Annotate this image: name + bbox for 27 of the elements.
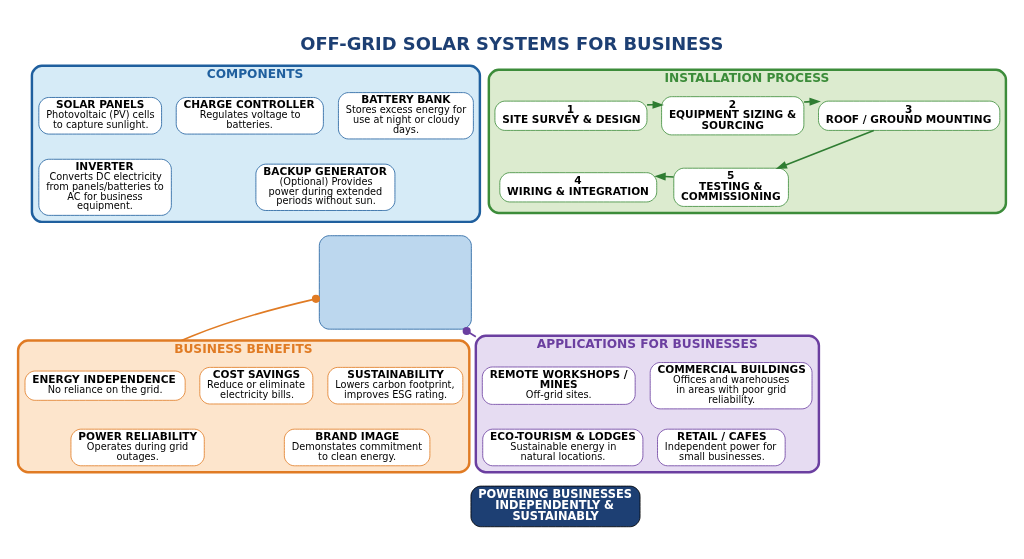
node-box: ECO-TOURISM & LODGES Sustainable energy in natural locations. xyxy=(482,428,644,466)
caption: POWERING BUSINESSES INDEPENDENTLY & SUSTAINABLY xyxy=(478,486,632,523)
node-box: 4 WIRING & INTEGRATION xyxy=(499,171,658,202)
node-box: BATTERY BANK Stores excess energy for use at night or cloudy days. xyxy=(338,91,474,139)
node-box xyxy=(318,234,472,330)
diagram-title: OFF-GRID SOLAR SYSTEMS FOR BUSINESS xyxy=(300,32,724,54)
node-box: 3 ROOF / GROUND MOUNTING xyxy=(818,100,1001,131)
node-box: BACKUP GENERATOR (Optional) Provides power during extended periods without sun. xyxy=(255,163,396,211)
node-box: 1 SITE SURVEY & DESIGN xyxy=(494,100,648,131)
arrow xyxy=(654,172,675,181)
connector xyxy=(180,294,320,341)
node-box: SOLAR PANELS Photovoltaic (PV) cells to capture sunlight. xyxy=(38,96,162,134)
node-box: REMOTE WORKSHOPS / MINES Off-grid sites. xyxy=(481,366,636,405)
arrow xyxy=(803,97,821,106)
arrow xyxy=(646,100,664,109)
arrow xyxy=(775,129,875,169)
node-box: 2 EQUIPMENT SIZING & SOURCING xyxy=(661,95,805,135)
node-box: COST SAVINGS Reduce or eliminate electricity bills. xyxy=(199,366,314,404)
node-box: SUSTAINABILITY Lowers carbon footprint, improves ESG rating. xyxy=(327,366,464,404)
node-box: COMMERCIAL BUILDINGS Offices and warehouses in areas with poor grid reliability. xyxy=(649,361,813,409)
node-box: RETAIL / CAFES Independent power for small businesses. xyxy=(657,428,786,466)
node-box: 5 TESTING & COMMISSIONING xyxy=(673,167,789,207)
node-box: ENERGY INDEPENDENCE No reliance on the grid. xyxy=(24,370,186,401)
node-box: CHARGE CONTROLLER Regulates voltage to batteries. xyxy=(175,96,324,134)
node-box: INVERTER Converts DC electricity from panels/batteries to AC for business equipment. xyxy=(38,158,172,216)
node-box: POWER RELIABILITY Operates during grid outages. xyxy=(70,428,205,466)
node-box: BRAND IMAGE Demonstates commitment to clean energy. xyxy=(283,428,431,466)
